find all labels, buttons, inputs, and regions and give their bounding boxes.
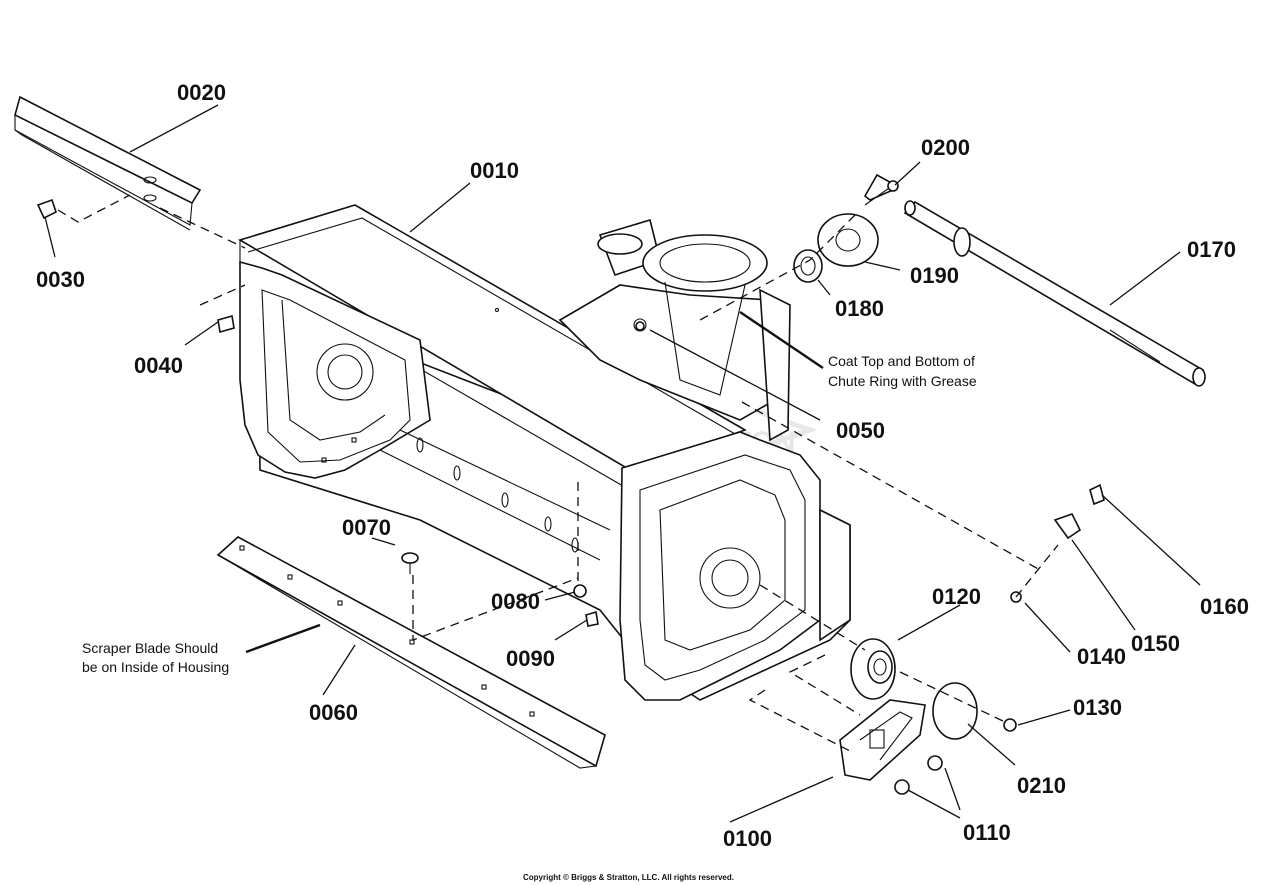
label-0210: 0210 [1017, 773, 1066, 798]
chute-ring-assembly [558, 218, 791, 442]
label-0050: 0050 [836, 418, 885, 443]
housing [238, 204, 851, 701]
shave-plate-0020 [14, 95, 202, 231]
label-0040: 0040 [134, 353, 183, 378]
copyright-text: Copyright © Briggs & Stratton, LLC. All … [523, 873, 734, 882]
assembly-lines [57, 194, 1059, 753]
grease-note-line2: Chute Ring with Grease [828, 373, 977, 389]
leader-lines [44, 104, 1201, 823]
label-0120: 0120 [932, 584, 981, 609]
label-0170: 0170 [1187, 237, 1236, 262]
bearing-flange-0120 [850, 638, 896, 700]
scraper-blade-0060 [216, 536, 606, 769]
label-0100: 0100 [723, 826, 772, 851]
cover-plate-0210 [932, 682, 978, 740]
label-0190: 0190 [910, 263, 959, 288]
hardware [36, 180, 1105, 795]
notes: Coat Top and Bottom of Chute Ring with G… [82, 353, 977, 675]
grease-note-line1: Coat Top and Bottom of [828, 353, 975, 369]
label-0200: 0200 [921, 135, 970, 160]
label-0160: 0160 [1200, 594, 1249, 619]
scraper-note-line2: be on Inside of Housing [82, 659, 229, 675]
part-labels: 0020 0010 0030 0040 0050 0070 0080 0090 … [36, 80, 1249, 851]
label-0030: 0030 [36, 267, 85, 292]
skid-shoe-0100 [839, 699, 926, 781]
label-0070: 0070 [342, 515, 391, 540]
label-0060: 0060 [309, 700, 358, 725]
label-0020: 0020 [177, 80, 226, 105]
label-0010: 0010 [470, 158, 519, 183]
label-0090: 0090 [506, 646, 555, 671]
label-0180: 0180 [835, 296, 884, 321]
label-0150: 0150 [1131, 631, 1180, 656]
label-0140: 0140 [1077, 644, 1126, 669]
scraper-note-line1: Scraper Blade Should [82, 640, 218, 656]
label-0110: 0110 [963, 820, 1011, 845]
label-0080: 0080 [491, 589, 540, 614]
shaft-0170 [903, 200, 1206, 387]
label-0130: 0130 [1073, 695, 1122, 720]
